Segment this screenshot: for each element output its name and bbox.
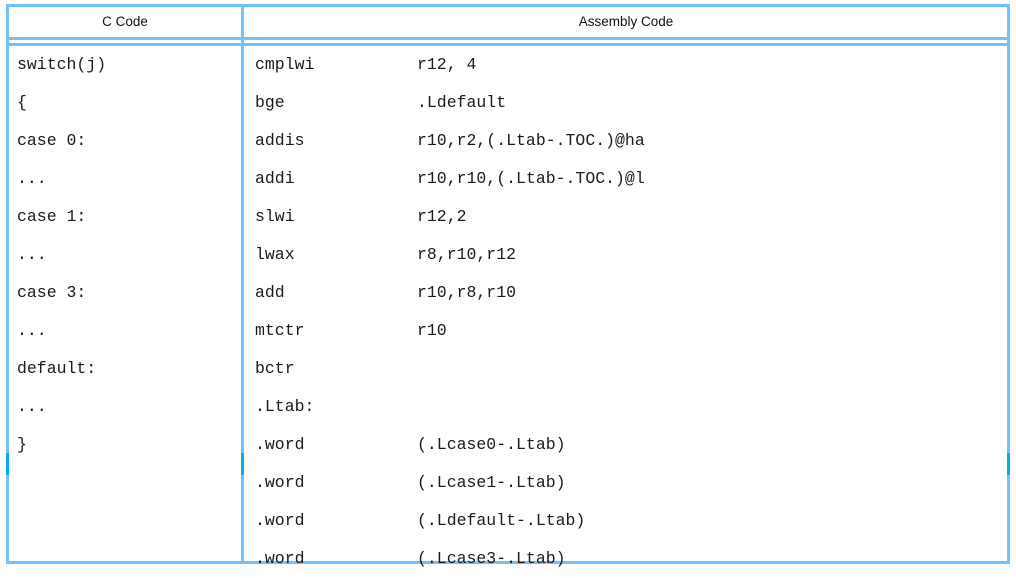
assembly-code-line: addi r10,r10,(.Ltab-.TOC.)@l bbox=[244, 160, 1007, 198]
assembly-operand: (.Lcase0-.Ltab) bbox=[417, 435, 566, 454]
assembly-code-line: bge .Ldefault bbox=[244, 84, 1007, 122]
assembly-operand: r8,r10,r12 bbox=[417, 245, 517, 264]
assembly-mnemonic: .word bbox=[255, 549, 305, 568]
c-code-column: switch(j) { case 0:... case 1:... case 3:...… bbox=[9, 46, 241, 561]
assembly-operand: .Ldefault bbox=[417, 93, 507, 112]
assembly-operand: r10,r10,(.Ltab-.TOC.)@l bbox=[417, 169, 645, 188]
assembly-code-column: cmplwi r12, 4 bge .Ldefault addis r10,r2,(.Lt… bbox=[244, 46, 1007, 568]
assembly-code-line: .Ltab: bbox=[244, 388, 1007, 426]
c-code-line: } bbox=[17, 435, 27, 454]
c-code-line: default: bbox=[17, 359, 97, 378]
assembly-operand: (.Ldefault-.Ltab) bbox=[417, 511, 586, 530]
assembly-mnemonic: cmplwi bbox=[255, 55, 315, 74]
assembly-code-line: .word (.Lcase1-.Ltab) bbox=[244, 464, 1007, 502]
column-header-c-code: C Code bbox=[102, 14, 148, 29]
c-code-line: ... bbox=[17, 169, 47, 188]
assembly-code-line: bctr bbox=[244, 350, 1007, 388]
assembly-code-line: addis r10,r2,(.Ltab-.TOC.)@ha bbox=[244, 122, 1007, 160]
assembly-mnemonic: slwi bbox=[255, 207, 295, 226]
assembly-mnemonic: addi bbox=[255, 169, 295, 188]
right-border-accent-segment bbox=[1007, 453, 1010, 475]
assembly-operand: (.Lcase3-.Ltab) bbox=[417, 549, 566, 568]
header-rule-upper bbox=[9, 37, 1007, 40]
assembly-mnemonic: .Ltab: bbox=[255, 397, 315, 416]
table-header-row: C Code Assembly Code bbox=[9, 7, 1007, 37]
assembly-code-line: add r10,r8,r10 bbox=[244, 274, 1007, 312]
assembly-mnemonic: add bbox=[255, 283, 285, 302]
assembly-code-line: .word (.Lcase0-.Ltab) bbox=[244, 426, 1007, 464]
c-code-line: case 3: bbox=[17, 283, 87, 302]
c-code-line: ... bbox=[17, 245, 47, 264]
mid-border-accent-segment bbox=[241, 453, 244, 475]
assembly-mnemonic: addis bbox=[255, 131, 305, 150]
assembly-mnemonic: bge bbox=[255, 93, 285, 112]
assembly-mnemonic: .word bbox=[255, 435, 305, 454]
c-code-line: case 1: bbox=[17, 207, 87, 226]
c-to-assembly-comparison-table: C Code Assembly Code switch(j) { case 0:..… bbox=[6, 4, 1010, 568]
column-separator-rule bbox=[241, 7, 244, 561]
c-code-line: { bbox=[17, 93, 27, 112]
assembly-operand: (.Lcase1-.Ltab) bbox=[417, 473, 566, 492]
assembly-mnemonic: .word bbox=[255, 473, 305, 492]
c-code-line: ... bbox=[17, 321, 47, 340]
assembly-mnemonic: lwax bbox=[255, 245, 295, 264]
assembly-operand: r10 bbox=[417, 321, 447, 340]
assembly-code-line: lwax r8,r10,r12 bbox=[244, 236, 1007, 274]
column-header-assembly-code: Assembly Code bbox=[578, 14, 674, 29]
assembly-mnemonic: .word bbox=[255, 511, 305, 530]
assembly-code-line: cmplwi r12, 4 bbox=[244, 46, 1007, 84]
assembly-code-line: mtctr r10 bbox=[244, 312, 1007, 350]
left-border-accent-segment bbox=[6, 453, 9, 475]
header-rule-lower bbox=[9, 43, 1007, 46]
c-code-line: switch(j) bbox=[17, 55, 107, 74]
assembly-operand: r12,2 bbox=[417, 207, 467, 226]
assembly-code-line: slwi r12,2 bbox=[244, 198, 1007, 236]
assembly-operand: r10,r8,r10 bbox=[417, 283, 517, 302]
c-code-line: case 0: bbox=[17, 131, 87, 150]
c-code-line: ... bbox=[17, 397, 47, 416]
table-body: switch(j) { case 0:... case 1:... case 3:...… bbox=[9, 46, 1007, 568]
assembly-mnemonic: mtctr bbox=[255, 321, 305, 340]
assembly-code-line: .word (.Lcase3-.Ltab) bbox=[244, 540, 1007, 578]
assembly-operand: r10,r2,(.Ltab-.TOC.)@ha bbox=[417, 131, 645, 150]
assembly-operand: r12, 4 bbox=[417, 55, 477, 74]
assembly-code-line: .word (.Ldefault-.Ltab) bbox=[244, 502, 1007, 540]
assembly-mnemonic: bctr bbox=[255, 359, 295, 378]
